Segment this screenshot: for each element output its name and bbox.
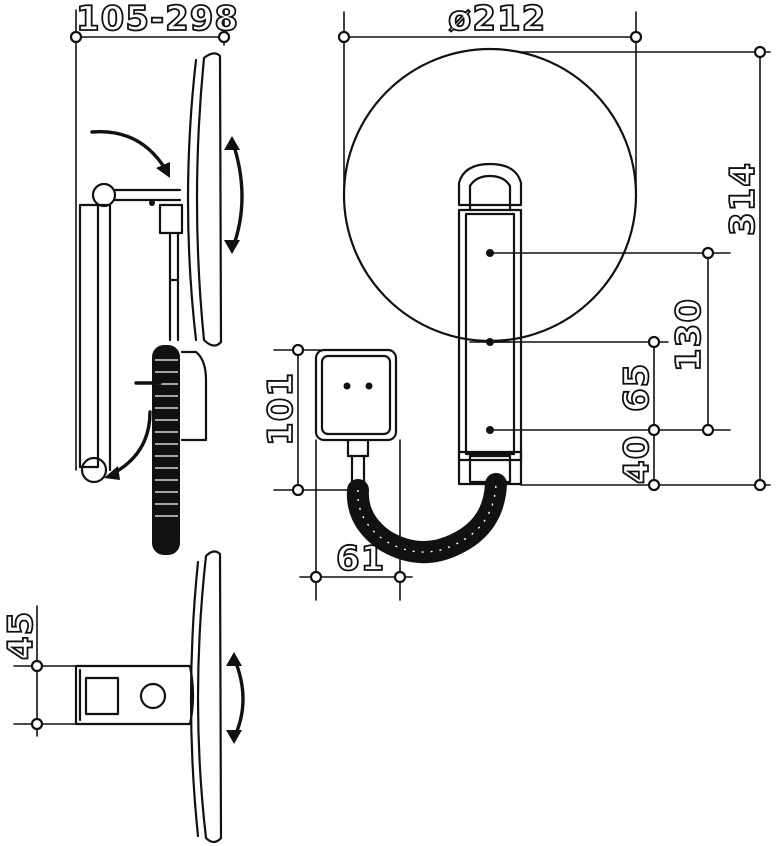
dim-projection-range: 105-298 [76, 0, 239, 39]
top-view: 45 [0, 550, 245, 844]
dim-spacing-130: 130 [669, 298, 709, 372]
dim-mirror-diameter: ø212 [448, 0, 546, 39]
dim-total-height: 314 [723, 162, 763, 236]
dim-wall-plate-height: 101 [261, 372, 301, 446]
front-view: ø212 314 130 [260, 0, 771, 601]
dim-spacing-40: 40 [617, 435, 657, 484]
side-view: 105-298 [69, 0, 244, 555]
dim-arm-height: 45 [1, 611, 41, 660]
dim-spacing-65: 65 [617, 363, 657, 412]
